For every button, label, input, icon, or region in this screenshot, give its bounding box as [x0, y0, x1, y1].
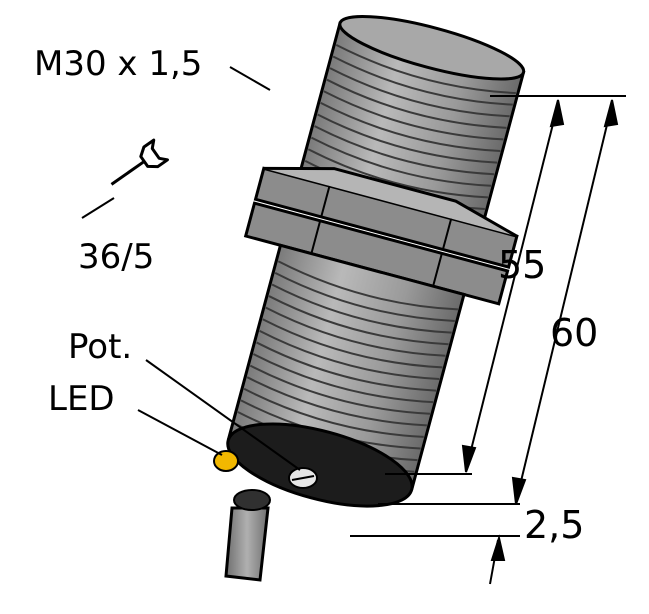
dimension-lines	[350, 95, 626, 585]
thread-leader	[229, 66, 271, 91]
sensor-body	[226, 14, 526, 508]
hex-nut-lower	[243, 201, 510, 306]
led-label: LED	[48, 379, 115, 419]
dim-2-5-label: 2,5	[524, 503, 584, 547]
wrench-leader	[81, 197, 115, 219]
thread-label: M30 x 1,5	[34, 44, 202, 84]
pot-leader	[145, 359, 301, 471]
hex-nut-upper	[253, 166, 519, 269]
cable-gland	[233, 489, 271, 511]
led-indicator	[213, 450, 239, 472]
wrench-size-label: 36/5	[78, 237, 154, 277]
pot-label: Pot.	[68, 327, 132, 367]
dim-60-label: 60	[550, 311, 598, 355]
led-leader	[137, 409, 223, 456]
potentiometer	[288, 467, 318, 489]
wrench-icon	[110, 138, 170, 186]
dim-55-label: 55	[498, 243, 546, 287]
cable	[224, 506, 270, 582]
sensor-face	[226, 422, 414, 508]
